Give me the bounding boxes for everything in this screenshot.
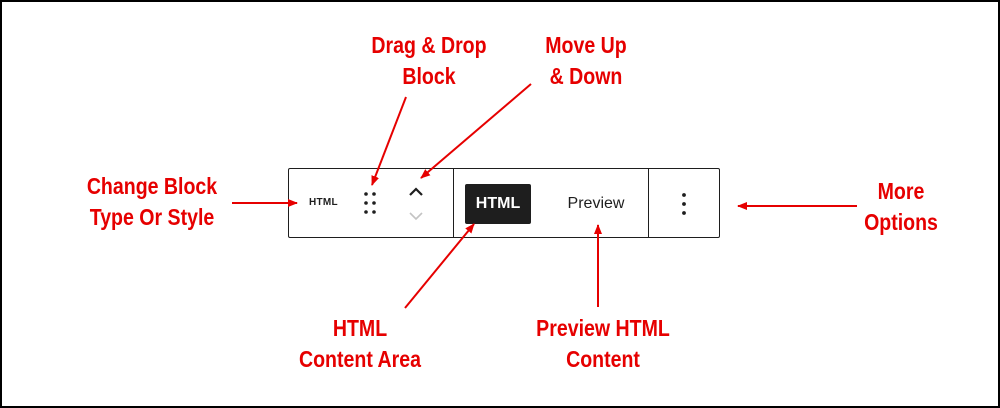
block-toolbar-group-options	[648, 169, 720, 237]
block-toolbar-group-tabs: HTML Preview	[453, 169, 649, 237]
block-toolbar-group-block: HTML	[289, 169, 453, 237]
annotation-move-up-down: Move Up & Down	[545, 32, 627, 89]
block-toolbar: HTML HTML Preview	[288, 168, 720, 238]
drag-handle-icon[interactable]	[361, 189, 379, 217]
annotation-preview-content: Preview HTML Content	[536, 315, 670, 372]
arrow-html-content	[404, 223, 475, 309]
arrow-drag-drop	[371, 96, 407, 186]
annotation-change-block: Change Block Type Or Style	[86, 173, 218, 230]
chevron-up-icon[interactable]	[405, 181, 427, 203]
annotation-more-options: More Options	[864, 178, 938, 235]
annotation-drag-drop: Drag & Drop Block	[371, 32, 487, 89]
tab-html[interactable]: HTML	[465, 184, 531, 224]
more-vertical-icon[interactable]	[671, 189, 697, 219]
arrow-move-up-down	[420, 83, 532, 179]
block-mover	[405, 179, 427, 229]
chevron-down-icon[interactable]	[405, 205, 427, 227]
block-type-switcher[interactable]: HTML	[309, 197, 338, 208]
tab-preview[interactable]: Preview	[567, 195, 625, 212]
annotation-html-content-area: HTML Content Area	[298, 315, 422, 372]
